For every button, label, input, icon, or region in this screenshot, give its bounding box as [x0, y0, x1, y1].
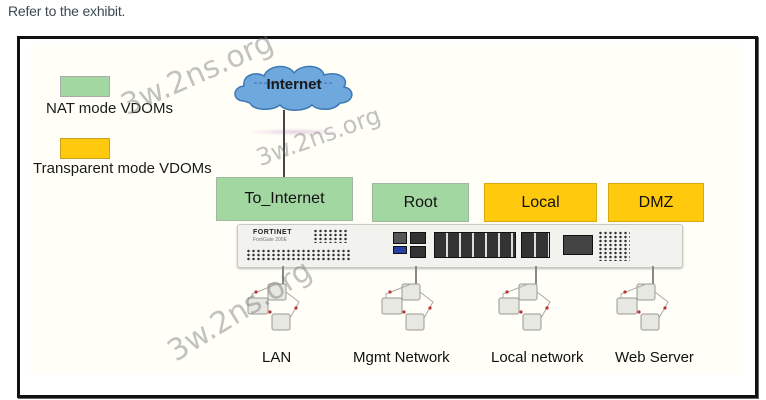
- vdom-local[interactable]: Local: [484, 183, 597, 222]
- lan-link: [282, 266, 284, 284]
- lan-computers: [244, 280, 314, 344]
- network-label-web: Web Server: [615, 349, 694, 366]
- internet-label: Internet: [266, 76, 322, 93]
- internet-link: [283, 110, 285, 178]
- local-link: [535, 266, 537, 284]
- vdom-dmz-label: DMZ: [638, 193, 674, 211]
- mgmt-link: [415, 266, 417, 284]
- vdom-root-label: Root: [403, 193, 438, 211]
- diagram-canvas: NAT mode VDOMs Transparent mode VDOMs In…: [30, 25, 740, 374]
- legend-label-transparent: Transparent mode VDOMs: [33, 160, 212, 177]
- exhibit-caption: Refer to the exhibit.: [8, 3, 126, 19]
- legend-swatch-nat: [60, 76, 110, 97]
- mgmt-computers: [378, 280, 448, 344]
- computers-icon: [381, 283, 434, 331]
- mgmt-port-2: [410, 246, 426, 258]
- sfp-port-group: [563, 235, 593, 255]
- cloud-shadow: [245, 128, 345, 136]
- wan-port-group: [521, 232, 550, 258]
- legend-label-nat: NAT mode VDOMs: [46, 100, 173, 117]
- device-model: FortiGate 200E: [253, 237, 287, 243]
- lan-port-group: [434, 232, 516, 258]
- usb-port: [393, 246, 407, 254]
- web-server-computers: [613, 280, 683, 344]
- network-label-lan: LAN: [262, 349, 292, 366]
- exhibit-frame: NAT mode VDOMs Transparent mode VDOMs In…: [17, 25, 758, 398]
- device-vent-right: [598, 231, 630, 261]
- device-brand: FORTINET: [253, 229, 292, 236]
- network-label-local: Local network: [491, 349, 584, 366]
- device-vent-left: [313, 229, 348, 243]
- computers-icon: [616, 283, 669, 331]
- computers-icon: [247, 283, 300, 331]
- fortigate-device: FORTINET FortiGate 200E: [237, 224, 683, 268]
- vdom-to-internet[interactable]: To_Internet: [216, 177, 353, 221]
- vdom-to-internet-label: To_Internet: [244, 190, 325, 207]
- mgmt-port-1: [410, 232, 426, 244]
- legend-swatch-transparent: [60, 138, 110, 159]
- network-label-mgmt: Mgmt Network: [353, 349, 450, 366]
- local-computers: [495, 280, 565, 344]
- internet-cloud: Internet: [230, 61, 358, 113]
- cloud-icon: [234, 65, 353, 111]
- device-vent-bottom: [246, 249, 351, 261]
- vdom-dmz[interactable]: DMZ: [608, 183, 704, 222]
- vdom-local-label: Local: [521, 193, 560, 211]
- vdom-root[interactable]: Root: [372, 183, 469, 222]
- console-port: [393, 232, 407, 244]
- computers-icon: [498, 283, 551, 331]
- web-link: [652, 266, 654, 284]
